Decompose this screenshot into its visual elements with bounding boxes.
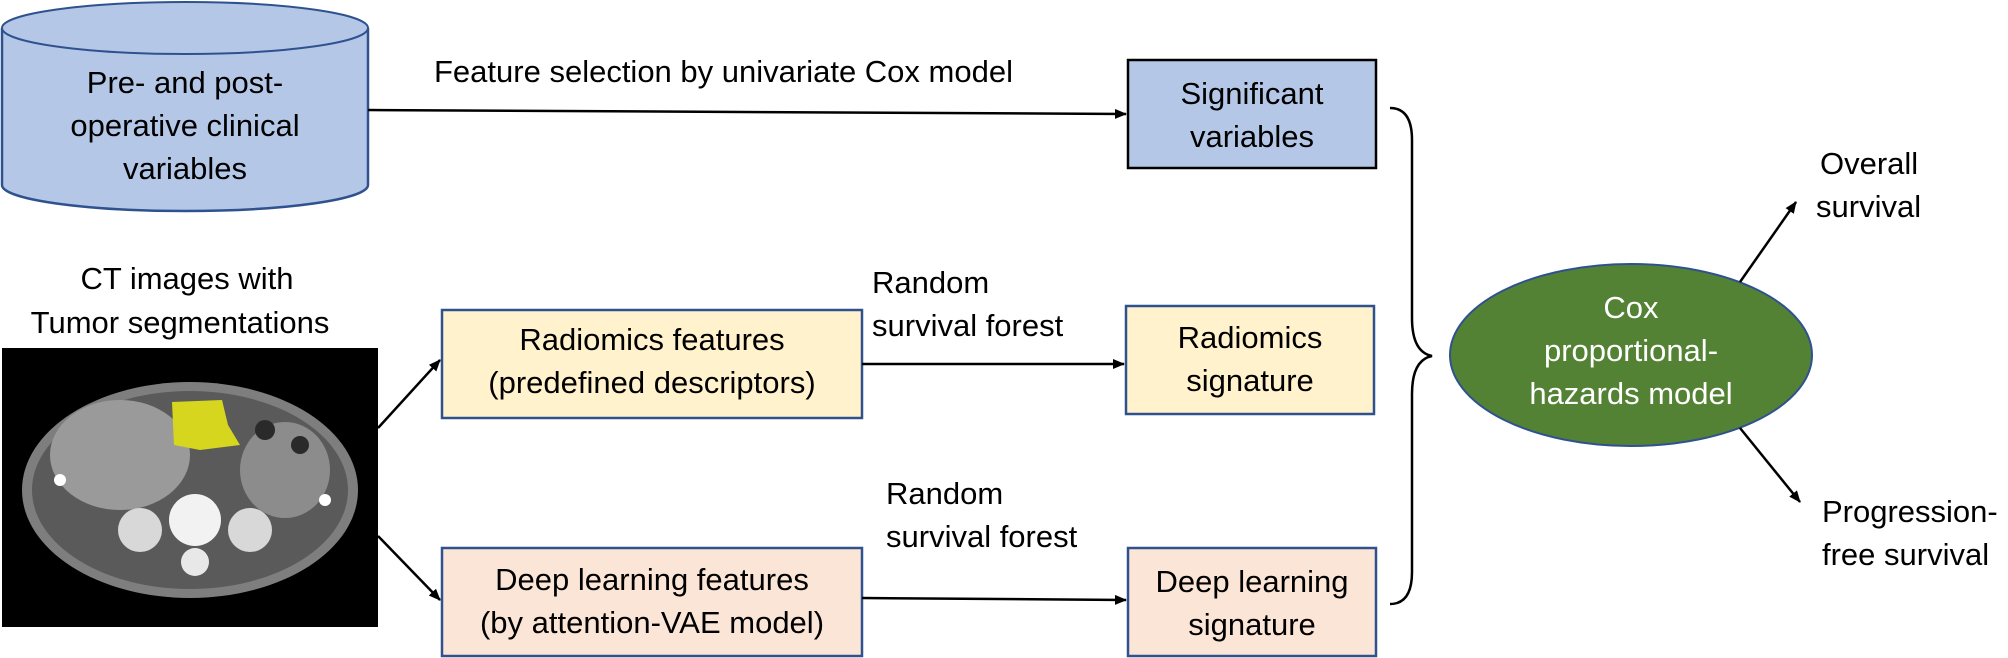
ct-to-radiomics-arrow <box>377 359 441 429</box>
ct-scan-image <box>2 348 378 627</box>
database-label-line-3: variables <box>123 151 247 186</box>
clinical-variables-database: Pre- and post- operative clinical variab… <box>0 1 370 213</box>
ct-to-deep-arrow <box>377 535 441 601</box>
combining-brace <box>1389 106 1433 606</box>
feature-selection-arrow <box>367 108 1127 119</box>
pfs-line-1: Progression- <box>1822 494 1998 529</box>
rsf-bottom-label-line-1: Random <box>886 476 1003 511</box>
ct-caption-line-1: CT images with <box>80 261 293 296</box>
radiomics-features-line-2: (predefined descriptors) <box>488 365 815 400</box>
feature-selection-label: Feature selection by univariate Cox mode… <box>434 54 1013 89</box>
rsf-top-label-line-1: Random <box>872 265 989 300</box>
deep-signature-line-1: Deep learning <box>1155 564 1348 599</box>
cox-to-overall-arrow <box>1738 201 1798 283</box>
deep-features-line-1: Deep learning features <box>495 562 809 597</box>
overall-survival-line-2: survival <box>1816 189 1921 224</box>
pfs-line-2: free survival <box>1822 537 1989 572</box>
ct-caption-line-2: Tumor segmentations <box>31 305 330 340</box>
significant-variables-line-2: variables <box>1190 119 1314 154</box>
rsf-top-label-line-2: survival forest <box>872 308 1064 343</box>
deep-learning-features-box: Deep learning features (by attention-VAE… <box>440 546 864 658</box>
database-body <box>0 28 370 213</box>
database-label-line-1: Pre- and post- <box>87 65 283 100</box>
deep-learning-signature-box: Deep learning signature <box>1126 546 1378 658</box>
significant-variables-box: Significant variables <box>1126 58 1378 170</box>
radiomics-features-line-1: Radiomics features <box>519 322 784 357</box>
deep-signature-line-2: signature <box>1188 607 1316 642</box>
deep-to-signature-arrow <box>861 594 1127 605</box>
cox-model-node: Cox proportional- hazards model <box>1449 263 1813 447</box>
deep-features-line-2: (by attention-VAE model) <box>480 605 824 640</box>
radiomics-signature-line-2: signature <box>1186 363 1314 398</box>
overall-survival-line-1: Overall <box>1820 146 1918 181</box>
cox-label-line-1: Cox <box>1603 290 1659 325</box>
cox-label-line-2: proportional- <box>1544 333 1718 368</box>
cox-to-pfs-arrow <box>1739 427 1801 503</box>
tumor-segmentation <box>172 400 240 450</box>
cox-label-line-3: hazards model <box>1529 376 1732 411</box>
rsf-bottom-label-line-2: survival forest <box>886 519 1078 554</box>
radiomics-signature-box: Radiomics signature <box>1124 304 1376 416</box>
database-top <box>1 1 369 55</box>
radiomics-signature-line-1: Radiomics <box>1178 320 1323 355</box>
database-label-line-2: operative clinical <box>70 108 299 143</box>
radiomics-features-box: Radiomics features (predefined descripto… <box>440 308 864 420</box>
significant-variables-line-1: Significant <box>1180 76 1323 111</box>
